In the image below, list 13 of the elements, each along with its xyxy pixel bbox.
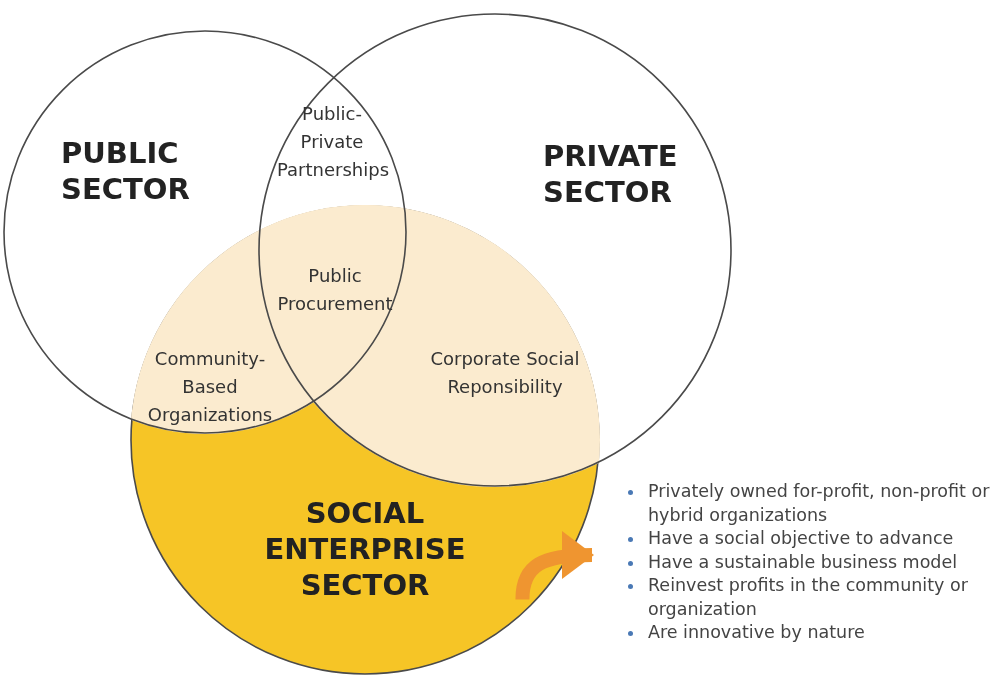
sector-title: PUBLIC SECTOR — [61, 135, 191, 207]
bullet-item: Have a social objective to advance — [622, 527, 994, 551]
bullet-item: Are innovative by nature — [622, 621, 994, 645]
bullet-item: Reinvest profits in the community or organization — [622, 574, 994, 621]
region-label: Public-Private Partnerships — [277, 102, 387, 182]
arrow — [515, 531, 594, 600]
bullet-item: Privately owned for-profit, non-profit or hybrid organizations — [622, 480, 994, 527]
bullet-item: Have a sustainable business model — [622, 550, 994, 574]
sector-title: SOCIAL ENTERPRISE SECTOR — [263, 495, 467, 603]
region-label: Community-Based Organizations — [146, 347, 274, 427]
sector-title: PRIVATE SECTOR — [543, 138, 679, 210]
region-label: Public Procurement — [276, 264, 394, 316]
region-label: Corporate Social Reponsibility — [430, 347, 580, 399]
